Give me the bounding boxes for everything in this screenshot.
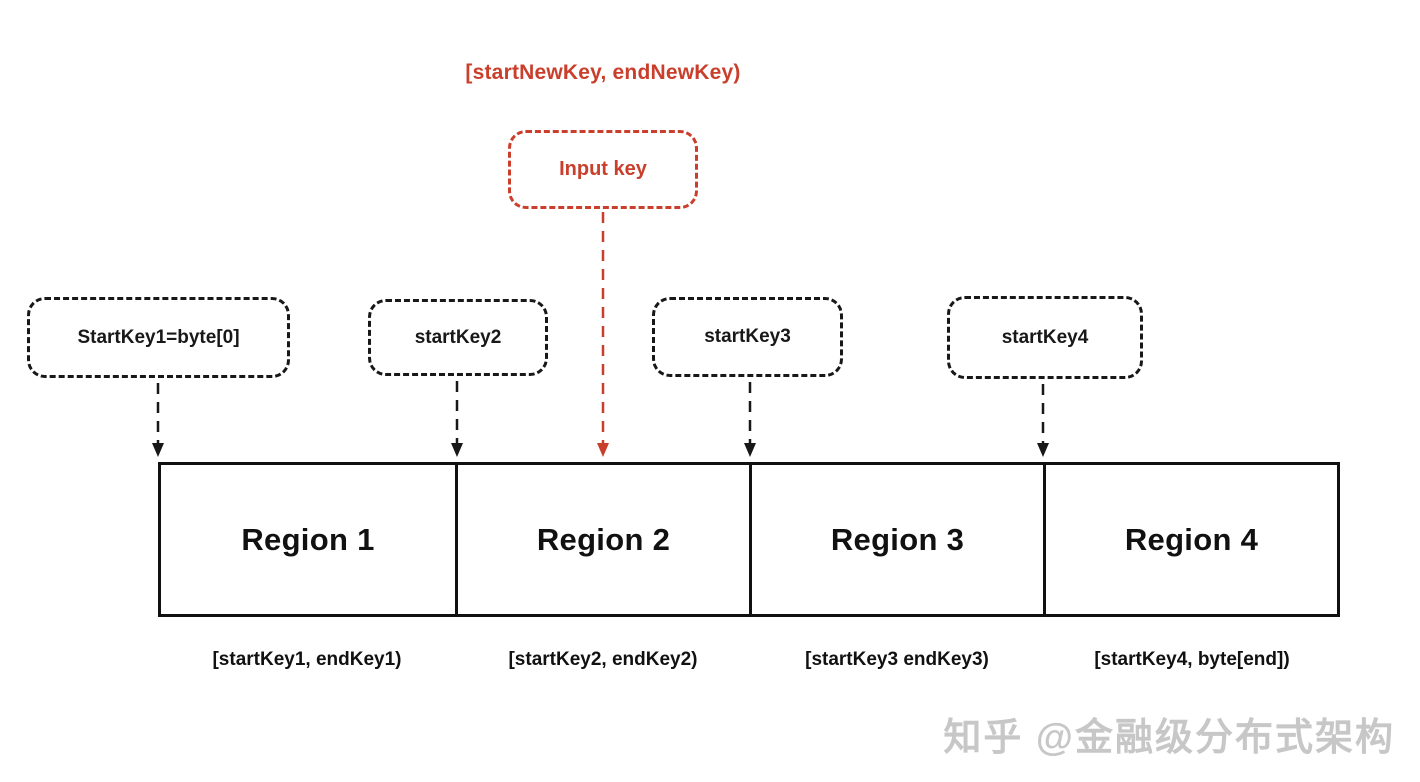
region-3: Region 3 [749,465,1043,614]
startkey4-box: startKey4 [947,296,1143,379]
watermark: 知乎 @金融级分布式架构 [943,717,1395,759]
region-2-name: Region 2 [536,521,671,557]
region-1: Region 1 [161,465,455,614]
region-4-name: Region 4 [1124,521,1259,557]
region-4-range-label: [startKey4, byte[end]) [1094,649,1290,670]
startkey1-box: StartKey1=byte[0] [27,297,290,378]
region-2-range-label: [startKey2, endKey2) [508,649,698,670]
startkey4-label: startKey4 [1001,326,1089,348]
region-3-name: Region 3 [830,521,965,557]
region-1-name: Region 1 [241,521,375,557]
region-4: Region 4 [1043,465,1337,614]
input-key-label: Input key [559,158,647,180]
startkey3-label: startKey3 [704,326,791,347]
region-2: Region 2 [455,465,749,614]
startkey2-box: startKey2 [368,299,548,376]
region-1-range-label: [startKey1, endKey1) [212,649,402,670]
input-key-box: Input key [508,130,698,209]
new-key-range-label: [startNewKey, endNewKey) [465,61,741,84]
region-3-range-label: [startKey3 endKey3) [805,649,989,670]
startkey3-box: startKey3 [652,297,843,377]
regions-row: Region 1 Region 2 Region 3 Region 4 [158,462,1340,617]
startkey2-label: startKey2 [414,326,502,348]
startkey1-label: StartKey1=byte[0] [77,326,240,348]
